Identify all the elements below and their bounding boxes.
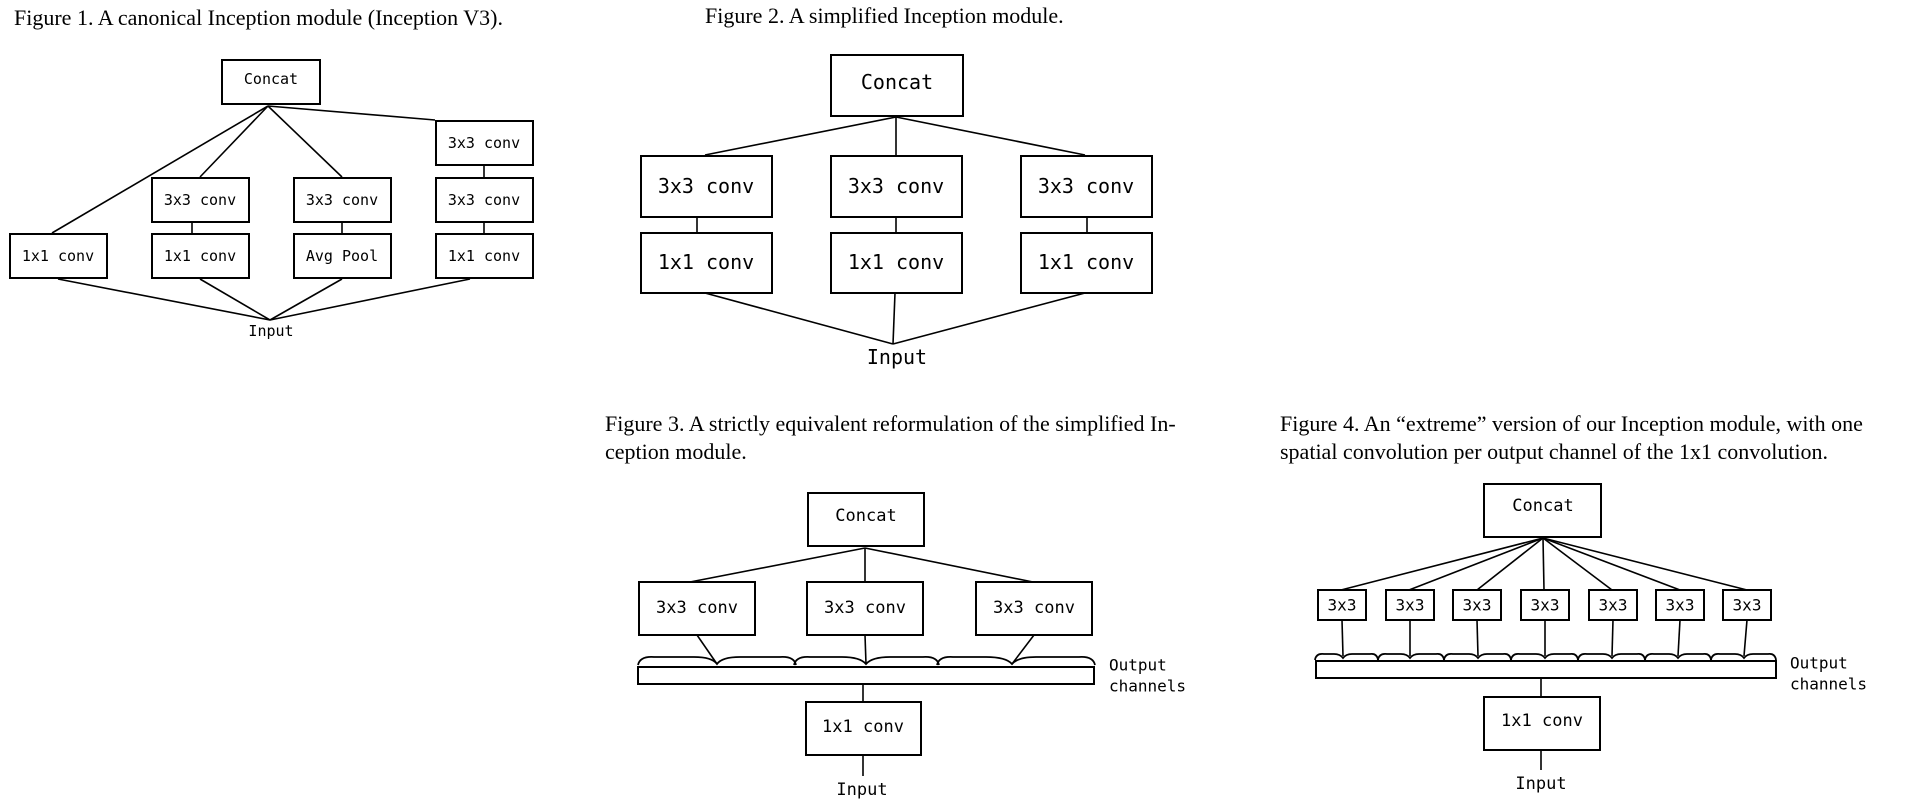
figure4-brace-3 [1443,652,1512,661]
figure2-caption: Figure 2. A simplified Inception module. [705,3,1064,28]
figure2-top-box-2: 3x3 conv [830,155,963,218]
figure2-input-label: Input [867,345,927,369]
svg-text:3x3 conv: 3x3 conv [448,134,520,152]
figure2-bottom-box-1: 1x1 conv [640,232,773,294]
svg-text:3x3 conv: 3x3 conv [1038,174,1134,198]
figure4-diagram: Concat 3x3 3x3 3x3 3x3 3x3 3x3 3x3 [1314,483,1867,794]
svg-text:channels: channels [1109,677,1186,696]
figure4-brace-1 [1314,652,1379,661]
figure4-input-label: Input [1515,774,1566,794]
svg-text:3x3 conv: 3x3 conv [824,598,906,618]
figure4-caption-line-2: spatial convolution per output channel o… [1280,439,1829,464]
figure3-concat-box: Concat [807,492,925,547]
svg-text:1x1 conv: 1x1 conv [658,250,754,274]
figure4-brace-7 [1710,652,1777,661]
figure2-concat-box: Concat [830,54,964,117]
figure1-branch1-1x1-conv: 1x1 conv [9,233,108,279]
figure2-bottom-box-2: 1x1 conv [830,232,963,294]
figure2-bottom-box-3: 1x1 conv [1020,232,1153,294]
figure3-caption-line-1: Figure 3. A strictly equivalent reformul… [605,411,1176,436]
figure1-branch2-3x3-conv: 3x3 conv [151,177,250,223]
figure2-top-box-1: 3x3 conv [640,155,773,218]
svg-text:3x3: 3x3 [1531,596,1560,615]
figure3-caption-line-2: ception module. [605,439,747,464]
figure3-diagram: Concat 3x3 conv 3x3 conv 3x3 conv Output… [637,492,1186,800]
svg-text:3x3: 3x3 [1463,596,1492,615]
svg-text:1x1 conv: 1x1 conv [1038,250,1134,274]
svg-text:Output: Output [1790,654,1848,673]
figure1-input-label: Input [248,322,293,340]
figure4-caption: Figure 4. An “extreme” version of our In… [1280,410,1863,466]
svg-text:Concat: Concat [244,70,298,88]
figure4-3x3-box-3: 3x3 [1452,589,1502,621]
figure1-branch2-1x1-conv: 1x1 conv [151,233,250,279]
figure4-3x3-box-4: 3x3 [1520,589,1570,621]
svg-text:1x1 conv: 1x1 conv [822,717,904,737]
figure3-input-label: Input [836,780,887,800]
svg-text:3x3 conv: 3x3 conv [848,174,944,198]
svg-text:3x3: 3x3 [1328,596,1357,615]
figure3-top-box-2: 3x3 conv [806,581,924,636]
figure1-branch3-avg-pool: Avg Pool [293,233,392,279]
svg-text:Output: Output [1109,656,1167,675]
figure4-brace-2 [1377,652,1445,661]
figure1-diagram: Concat 1x1 conv 3x3 conv 1x1 conv 3x3 co… [9,59,534,340]
figure2-top-box-3: 3x3 conv [1020,155,1153,218]
figure3-top-box-1: 3x3 conv [638,581,756,636]
figure4-concat-box: Concat [1483,483,1602,538]
figure4-3x3-box-1: 3x3 [1317,589,1367,621]
svg-text:3x3: 3x3 [1599,596,1628,615]
figure1-branch4-1x1-conv: 1x1 conv [435,233,534,279]
svg-text:3x3 conv: 3x3 conv [993,598,1075,618]
svg-text:1x1 conv: 1x1 conv [448,247,520,265]
svg-text:3x3: 3x3 [1666,596,1695,615]
figure3-top-box-3: 3x3 conv [975,581,1093,636]
svg-text:Concat: Concat [861,70,933,94]
figure3-output-channels-label: Output channels [1109,656,1186,696]
figure1-branch4-3x3-conv-mid: 3x3 conv [435,177,534,223]
figure4-brace-5 [1577,652,1646,661]
figure4-3x3-box-6: 3x3 [1655,589,1705,621]
figure3-1x1-conv-box: 1x1 conv [805,701,922,756]
svg-text:Concat: Concat [1512,496,1573,516]
svg-text:Avg Pool: Avg Pool [306,247,378,265]
svg-text:3x3: 3x3 [1733,596,1762,615]
svg-text:3x3 conv: 3x3 conv [656,598,738,618]
figure4-3x3-box-5: 3x3 [1588,589,1638,621]
figure4-caption-line-1: Figure 4. An “extreme” version of our In… [1280,411,1863,436]
svg-text:3x3 conv: 3x3 conv [658,174,754,198]
figure1-branch3-3x3-conv: 3x3 conv [293,177,392,223]
figure1-caption: Figure 1. A canonical Inception module (… [14,5,503,30]
svg-text:3x3 conv: 3x3 conv [164,191,236,209]
figure1-concat-box: Concat [221,59,321,105]
figure3-output-channels-bar [637,666,1095,685]
figure4-brace-6 [1644,652,1712,661]
figure4-brace-4 [1510,652,1579,661]
svg-text:3x3 conv: 3x3 conv [306,191,378,209]
svg-text:1x1 conv: 1x1 conv [848,250,944,274]
figure4-1x1-conv-box: 1x1 conv [1483,696,1601,751]
figure4-output-channels-label: Output channels [1790,654,1867,694]
svg-text:Concat: Concat [835,506,896,526]
svg-text:1x1 conv: 1x1 conv [164,247,236,265]
figure4-3x3-box-7: 3x3 [1722,589,1772,621]
figure4-3x3-box-2: 3x3 [1385,589,1435,621]
figure3-caption: Figure 3. A strictly equivalent reformul… [605,410,1176,466]
figure2-diagram: Concat 3x3 conv 3x3 conv 3x3 conv 1x1 co… [640,54,1153,369]
svg-text:1x1 conv: 1x1 conv [1501,711,1583,731]
svg-text:3x3 conv: 3x3 conv [448,191,520,209]
svg-text:1x1 conv: 1x1 conv [22,247,94,265]
figure4-output-channels-bar [1315,660,1777,679]
svg-text:3x3: 3x3 [1396,596,1425,615]
figure1-branch4-3x3-conv-top: 3x3 conv [435,120,534,166]
svg-text:channels: channels [1790,675,1867,694]
